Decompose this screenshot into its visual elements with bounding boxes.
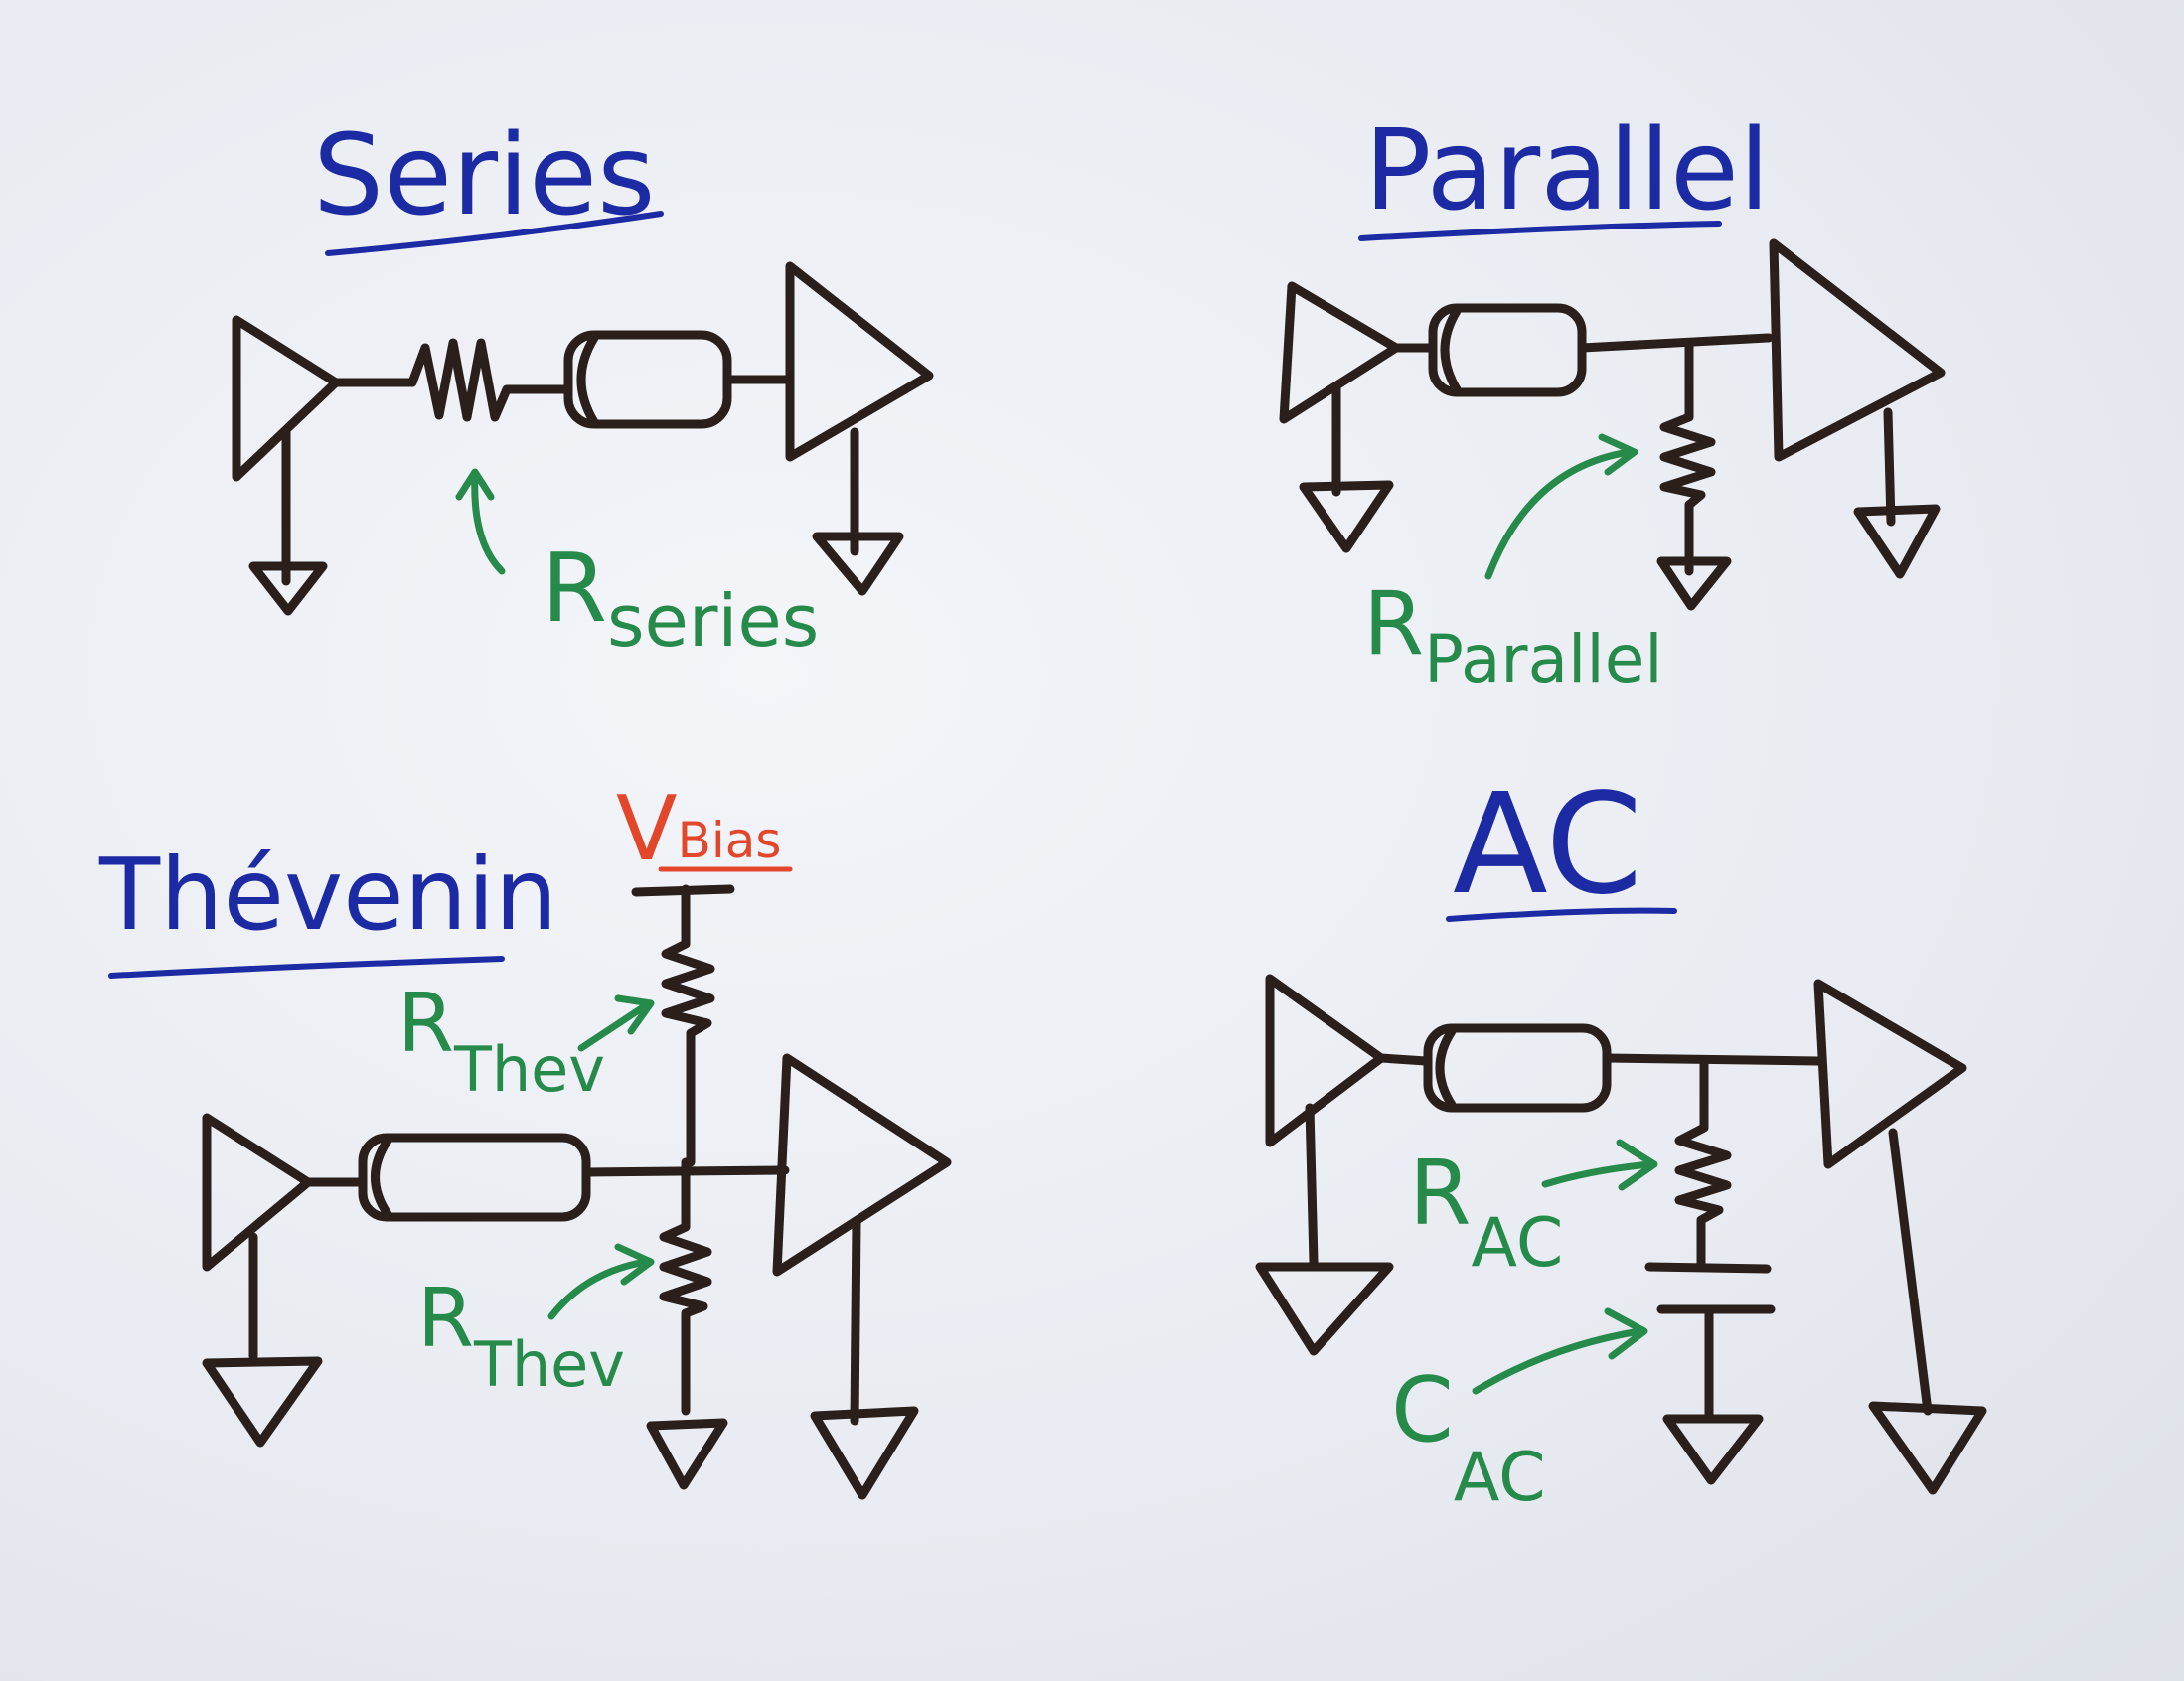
ac-capacitor-plate-top [1644,1262,1772,1274]
parallel-driver-ground-icon [1299,480,1394,553]
ac-resistor [1674,1056,1732,1272]
parallel-label-arrow [1484,433,1638,580]
ac-wire-2 [1602,1053,1823,1066]
thevenin-driver-triangle [202,1113,313,1272]
parallel-title-underline [1358,221,1722,241]
thevenin-driver-ground-icon [202,1356,323,1448]
ac-receiver-ground-wire [1888,1128,1933,1416]
thevenin-bias-label: VBias [616,777,781,881]
parallel-resistor [1659,339,1716,576]
thevenin-resistor-ground-icon [646,1418,728,1490]
thevenin-title-underline [108,956,505,979]
ac-wire-1 [1376,1053,1431,1066]
thevenin-wire-2 [581,1165,790,1177]
ac-driver-triangle [1265,974,1386,1147]
ac-title-underline [1446,907,1677,922]
thevenin-transmission-line [358,1133,591,1222]
thevenin-lower-resistor-label: RThev [417,1272,625,1401]
thevenin-receiver-triangle [772,1053,952,1277]
ac-section: AC RAC CAC [1255,764,1987,1517]
series-title-underline [325,211,664,256]
ac-capacitor-label-arrow [1472,1307,1648,1395]
parallel-section: Parallel RParallel [1279,106,1946,697]
series-title: Series [313,111,655,240]
thevenin-receiver-ground-icon [810,1406,919,1500]
ac-driver-ground-icon [1255,1262,1394,1356]
thevenin-receiver-ground-wire [850,1217,861,1426]
parallel-resistor-label: RParallel [1363,572,1663,697]
ac-capacitor-label: CAC [1391,1358,1546,1517]
parallel-receiver-ground-wire [1883,407,1896,527]
ac-capacitor-ground-icon [1662,1414,1764,1485]
ac-driver-ground-wire [1305,1103,1319,1267]
thevenin-title: Thévenin [98,837,557,953]
thevenin-lower-resistor [659,1157,712,1416]
ac-receiver-ground-icon [1868,1401,1987,1495]
thevenin-transmission-line-end [371,1136,392,1219]
ac-resistor-label-arrow [1541,1139,1658,1191]
parallel-driver-triangle [1279,281,1401,424]
thevenin-upper-resistor-label: RThev [397,977,605,1106]
series-driver-ground-icon [248,561,328,616]
ac-title: AC [1453,764,1642,926]
series-transmission-line-end [576,333,599,427]
series-section: Series Rseries [232,111,934,663]
series-label-arrow [455,468,506,575]
series-resistor-label: Rseries [542,535,819,663]
series-resistor [407,338,571,422]
thevenin-lower-label-arrow [547,1243,655,1320]
thevenin-upper-label-arrow [577,994,655,1052]
parallel-wire-2 [1577,333,1774,353]
parallel-receiver-ground-icon [1853,504,1941,579]
series-receiver-ground-icon [812,532,904,596]
ac-resistor-label: RAC [1409,1142,1563,1283]
parallel-title: Parallel [1364,106,1770,235]
parallel-receiver-triangle [1769,238,1946,462]
parallel-transmission-line-end [1440,306,1462,394]
thevenin-upper-resistor [661,884,715,1167]
ac-receiver-triangle [1813,979,1967,1169]
thevenin-section: Thévenin VBias RThev RThev [98,777,952,1500]
parallel-resistor-ground-icon [1656,556,1732,611]
ac-transmission-line [1423,1023,1612,1113]
ac-transmission-line-end [1435,1026,1457,1110]
series-receiver-triangle [785,261,934,462]
